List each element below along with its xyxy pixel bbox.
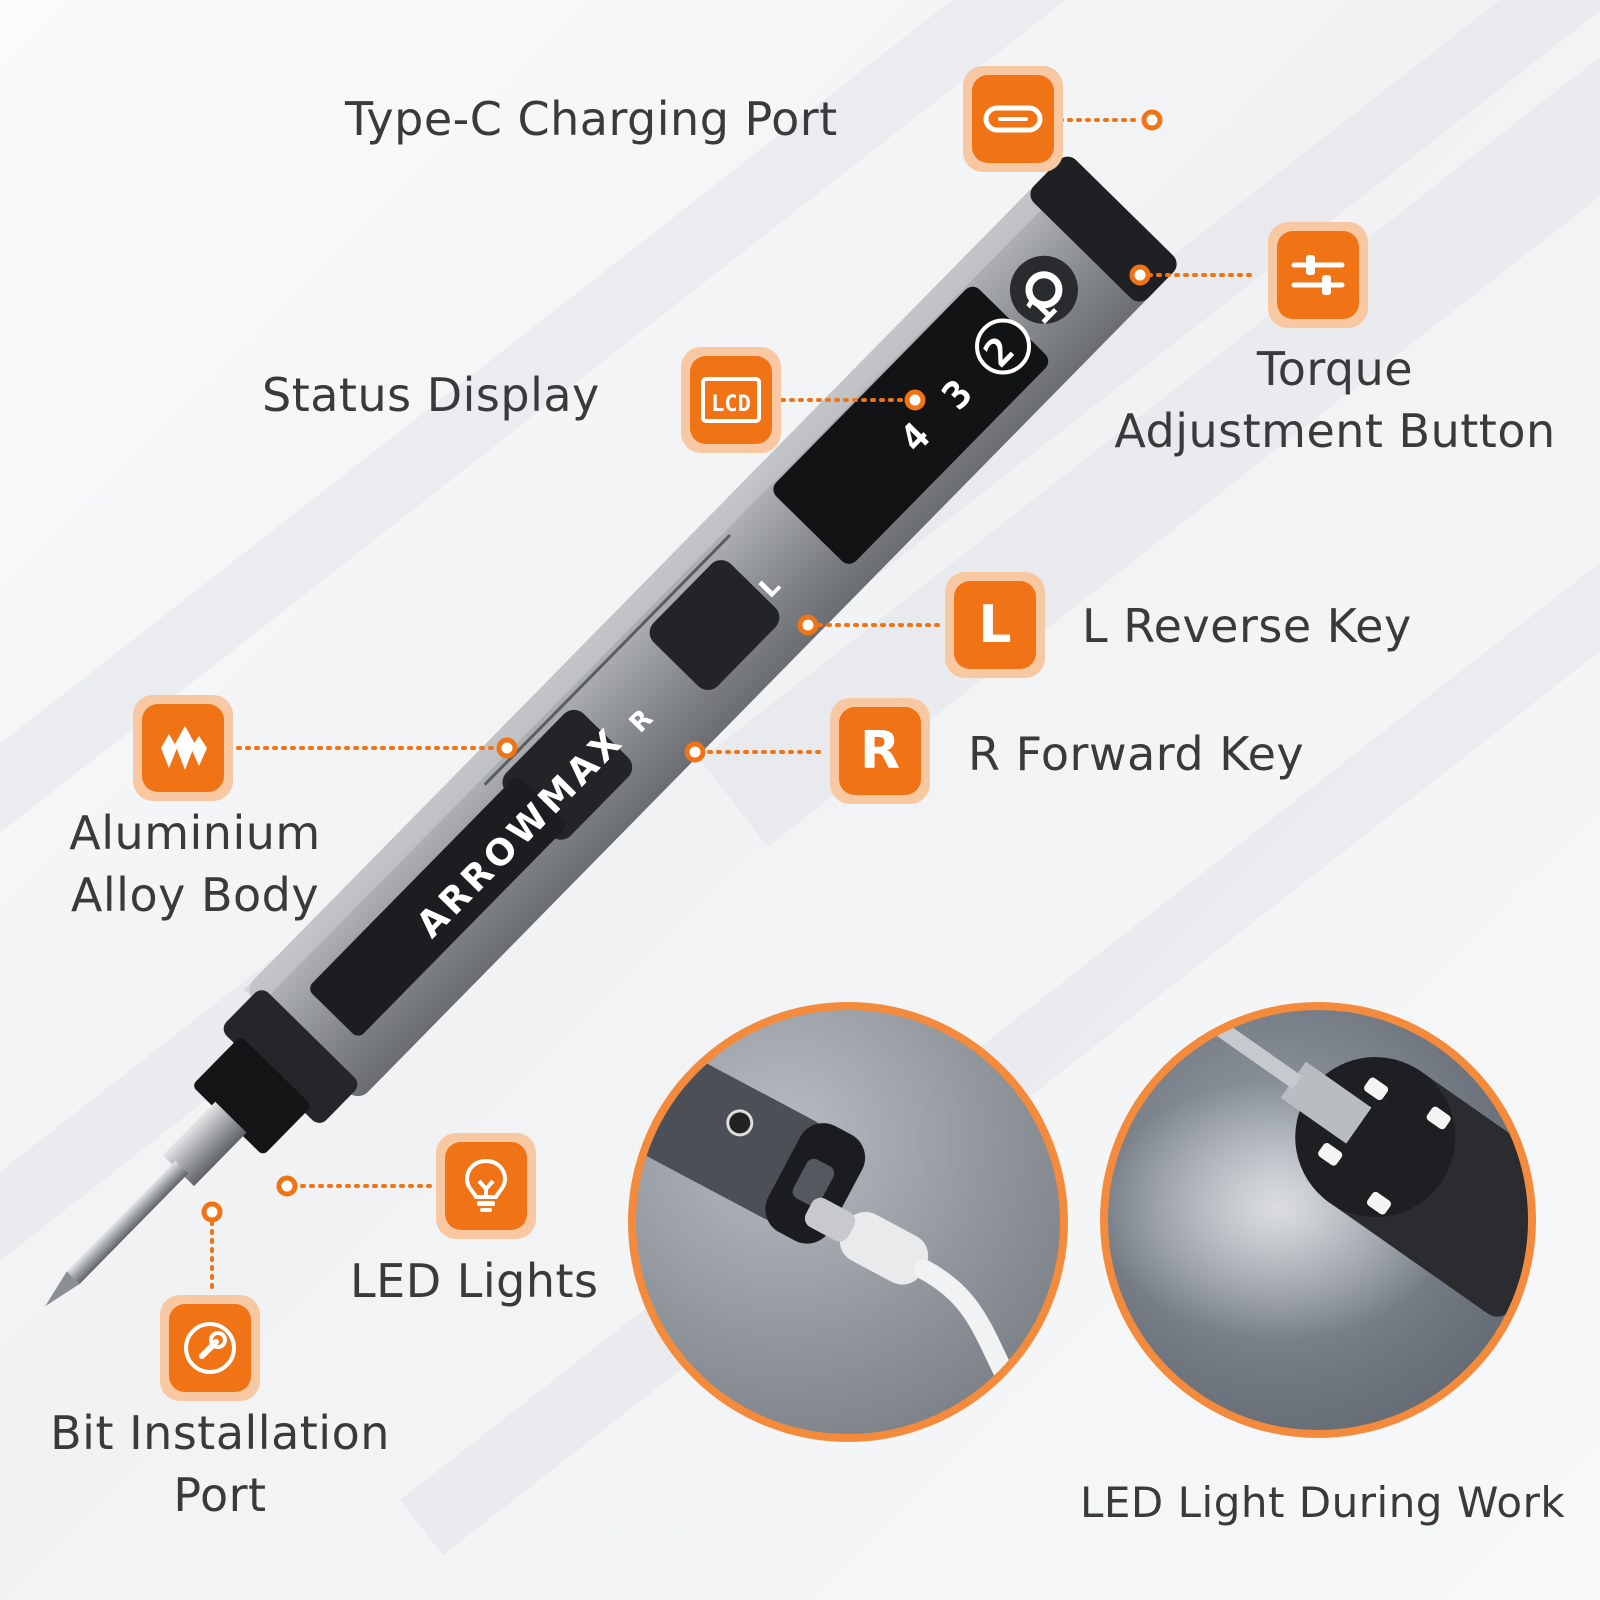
l-button [649,560,780,691]
led-badge [436,1133,536,1239]
svg-text:LCD: LCD [711,392,751,417]
leader-dots [201,109,1163,1223]
leader-lines [210,118,1257,1292]
bit-port-label-line1: Bit Installation [50,1406,390,1460]
torque-label: Torque Adjustment Button [1095,338,1575,462]
sliders-icon [1291,255,1345,295]
bit-port-label: Bit Installation Port [20,1402,420,1526]
torque-label-line1: Torque [1256,342,1414,396]
led-work-label: LED Light During Work [1080,1478,1566,1527]
crystal-icon [161,726,207,770]
alloy-label-line1: Aluminium [69,806,321,860]
light-bulb-icon [464,1158,508,1212]
wrench-icon [184,1322,236,1374]
bottom-cap [223,990,358,1123]
type-c-label: Type-C Charging Port [345,92,838,146]
type-c-badge [963,66,1063,172]
r-badge: R [830,698,930,804]
bit-port-label-line2: Port [173,1468,267,1522]
usb-c-icon [983,105,1043,133]
r-badge-letter: R [859,721,901,781]
led-work-closeup [1100,1002,1536,1438]
r-forward-label: R Forward Key [968,727,1305,781]
brand-plate [310,777,566,1036]
status-display-label: Status Display [262,368,600,422]
alloy-label-line2: Alloy Body [70,868,320,922]
torque-label-line2: Adjustment Button [1114,404,1556,458]
l-badge-letter: L [978,595,1012,655]
alloy-label: Aluminium Alloy Body [30,802,360,926]
bit-tip [45,1271,80,1307]
collet [194,1038,310,1154]
torque-badge [1268,222,1368,328]
bit-shaft [66,1160,189,1284]
lcd-badge: LCD [681,347,781,453]
led-lights-label: LED Lights [350,1254,599,1308]
bit-badge [160,1295,260,1401]
charging-closeup [628,1002,1068,1442]
l-badge: L [945,572,1045,678]
bit-hex [162,1101,247,1187]
l-reverse-label: L Reverse Key [1082,599,1412,653]
power-button [1009,255,1078,324]
led-work-closeup-art [1108,1010,1528,1340]
lcd-icon: LCD [701,377,761,423]
alloy-badge [133,695,233,801]
charging-closeup-art [636,1038,1038,1426]
